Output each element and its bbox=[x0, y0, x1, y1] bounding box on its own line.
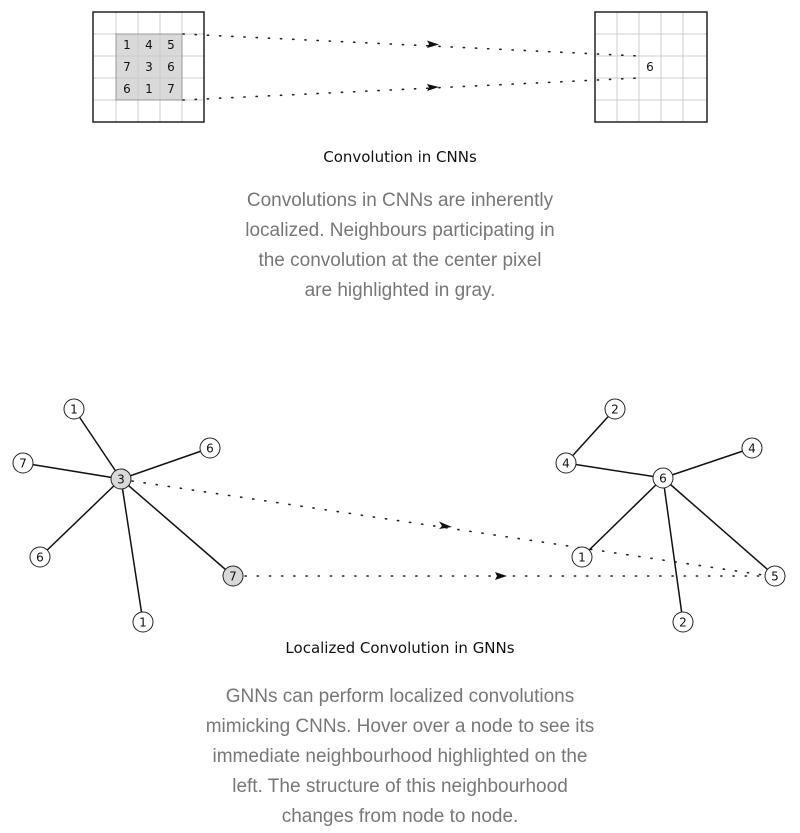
gnn-right-graph: 6 2 4 4 1 2 5 bbox=[555, 398, 786, 633]
right-node-b[interactable]: 4 bbox=[555, 452, 577, 474]
svg-text:2: 2 bbox=[611, 403, 619, 417]
gnn-title: Localized Convolution in GNNs bbox=[285, 639, 515, 657]
cnn-arrow-upper bbox=[427, 40, 439, 48]
cnn-arrow-lower bbox=[427, 84, 439, 91]
cnn-connectors bbox=[182, 33, 640, 101]
right-node-e[interactable]: 2 bbox=[672, 611, 694, 633]
cnn-input-grid: 1 4 5 7 3 6 6 1 7 bbox=[92, 11, 205, 123]
right-node-center[interactable]: 6 bbox=[652, 467, 674, 489]
right-node-d[interactable]: 1 bbox=[571, 546, 593, 568]
gnn-left-graph: 3 1 7 6 6 1 7 bbox=[12, 398, 244, 633]
cell-2-1[interactable]: 1 bbox=[145, 82, 153, 96]
cnn-title: Convolution in CNNs bbox=[323, 148, 477, 166]
svg-text:1: 1 bbox=[139, 616, 147, 630]
svg-text:6: 6 bbox=[206, 442, 214, 456]
svg-text:1: 1 bbox=[70, 403, 78, 417]
svg-text:2: 2 bbox=[679, 616, 687, 630]
left-node-a[interactable]: 1 bbox=[63, 398, 85, 420]
left-node-d[interactable]: 6 bbox=[29, 546, 51, 568]
cell-0-2[interactable]: 5 bbox=[167, 38, 175, 52]
svg-text:7: 7 bbox=[19, 457, 27, 471]
input-highlight-region bbox=[116, 34, 182, 100]
cnn-caption: Convolutions in CNNs are inherently loca… bbox=[245, 190, 555, 301]
right-node-a[interactable]: 2 bbox=[604, 398, 626, 420]
svg-text:6: 6 bbox=[659, 472, 667, 486]
gnn-connectors bbox=[131, 480, 771, 577]
cell-1-2[interactable]: 6 bbox=[167, 60, 175, 74]
svg-text:7: 7 bbox=[229, 570, 237, 584]
right-node-c[interactable]: 4 bbox=[741, 437, 763, 459]
svg-text:5: 5 bbox=[771, 570, 779, 584]
svg-text:4: 4 bbox=[562, 457, 570, 471]
left-node-c[interactable]: 6 bbox=[199, 437, 221, 459]
gnn-arrow-upper bbox=[439, 521, 452, 529]
right-node-f[interactable]: 5 bbox=[764, 565, 786, 587]
left-node-e[interactable]: 1 bbox=[132, 611, 154, 633]
svg-text:6: 6 bbox=[36, 551, 44, 565]
cell-2-2[interactable]: 7 bbox=[167, 82, 175, 96]
cell-1-0[interactable]: 7 bbox=[123, 60, 131, 74]
svg-text:1: 1 bbox=[578, 551, 586, 565]
svg-text:3: 3 bbox=[117, 473, 125, 487]
left-node-b[interactable]: 7 bbox=[12, 452, 34, 474]
gnn-caption: GNNs can perform localized convolutions … bbox=[205, 686, 595, 827]
input-grid-border bbox=[92, 11, 205, 123]
left-node-center[interactable]: 3 bbox=[110, 468, 132, 490]
gnn-arrow-lower bbox=[495, 572, 507, 580]
output-cell-center[interactable]: 6 bbox=[646, 60, 654, 74]
svg-text:4: 4 bbox=[748, 442, 756, 456]
cell-2-0[interactable]: 6 bbox=[123, 82, 131, 96]
cell-1-1[interactable]: 3 bbox=[145, 60, 153, 74]
left-node-f[interactable]: 7 bbox=[222, 565, 244, 587]
cell-0-0[interactable]: 1 bbox=[123, 38, 131, 52]
cnn-output-grid: 6 bbox=[594, 11, 708, 123]
cell-0-1[interactable]: 4 bbox=[145, 38, 153, 52]
output-grid-border bbox=[594, 11, 708, 123]
